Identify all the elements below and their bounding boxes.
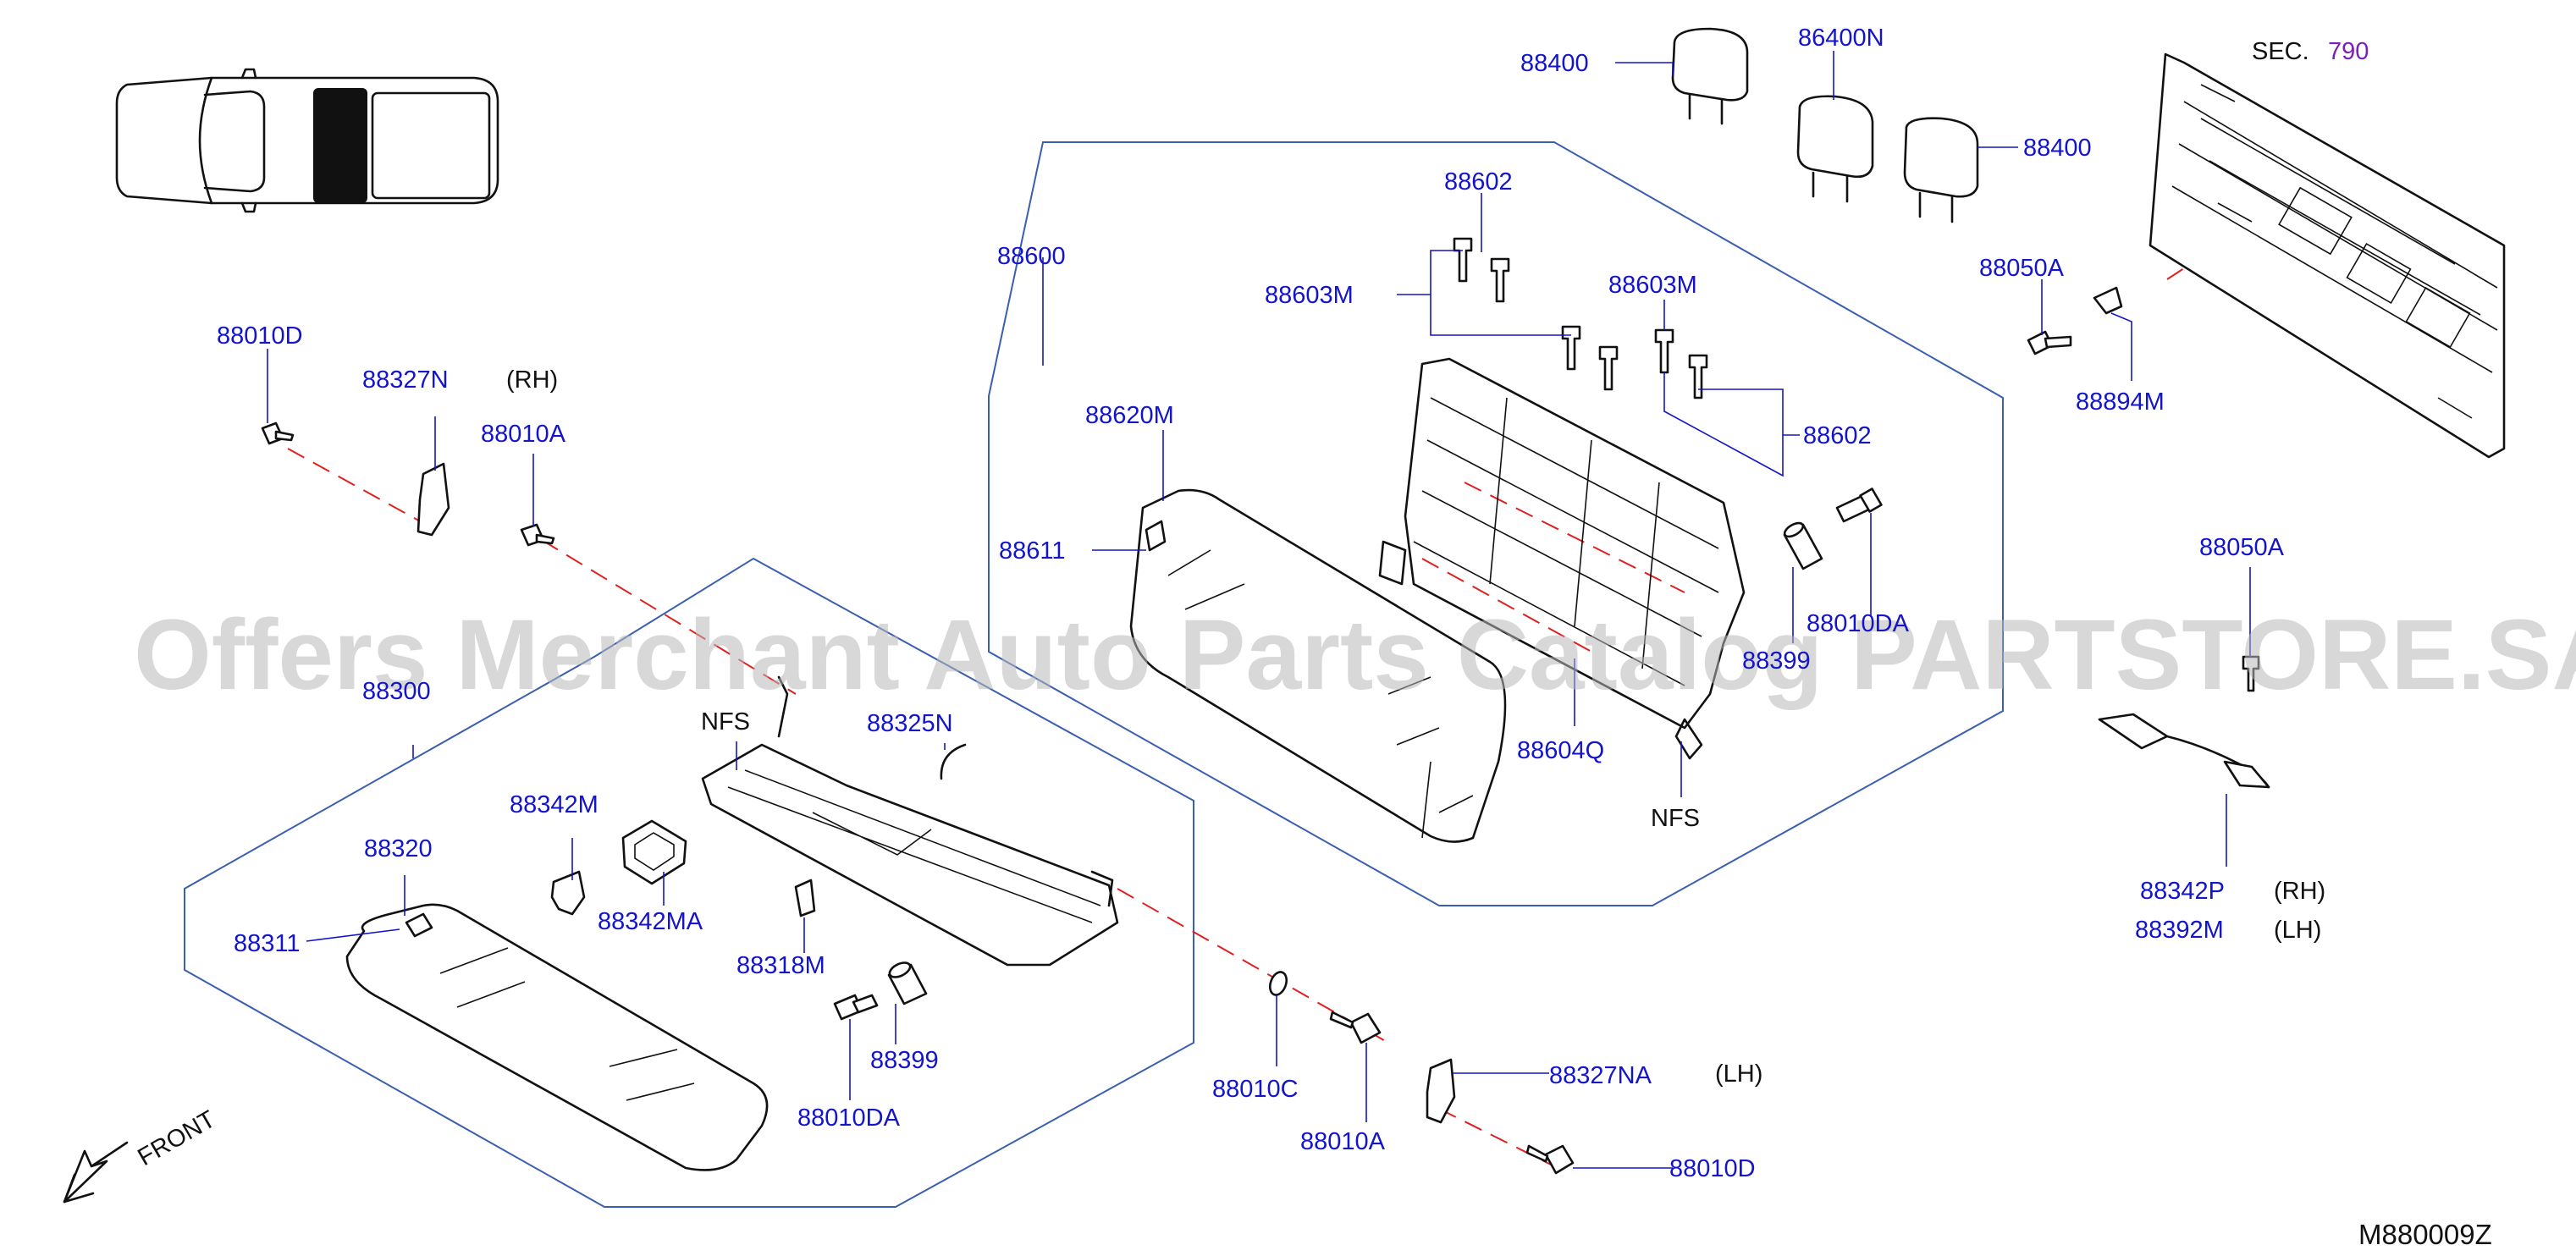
note-lh-right: (LH) [2274,917,2321,944]
callout-88327N: 88327N [362,366,449,394]
callout-88603M-right: 88603M [1608,272,1697,299]
headrest-88400-right [1903,117,1979,223]
watermark-text: Offers Merchant Auto Parts Catalog PARTS… [134,599,2576,711]
bolt-88010D-top [261,421,295,445]
front-arrow-icon [63,1141,129,1204]
callout-88050A-top: 88050A [1979,255,2065,282]
hook-88325N [940,743,967,780]
callout-labels: 88400 86400N 88400 88602 88600 88603M 88… [217,25,2285,1182]
headrest-86400N [1796,95,1874,203]
note-rh-top: (RH) [506,366,558,394]
callout-88050A-mid: 88050A [2199,534,2285,561]
seat-back-group-frame [988,141,2004,906]
callout-88010DA-left: 88010DA [797,1105,901,1132]
section-ref-number[interactable]: 790 [2328,38,2369,65]
callout-88604Q: 88604Q [1517,737,1604,764]
callout-88010D-bottom: 88010D [1669,1155,1756,1182]
leader-lines [267,51,2251,1169]
callout-88620M: 88620M [1085,402,1174,429]
callout-88342M: 88342M [510,791,598,818]
latch-88318M [794,879,816,917]
callout-88342P: 88342P [2140,878,2225,905]
callout-88600: 88600 [997,243,1066,270]
note-lh-bottom: (LH) [1715,1060,1762,1088]
bolt-88050A-mid [2242,655,2260,692]
clip-88894M [2093,286,2123,315]
callout-88611: 88611 [999,537,1066,565]
seat-cushion-group-frame [184,557,1194,1208]
diagram-code: M880009Z [2358,1219,2492,1250]
callout-88010DA-right: 88010DA [1807,610,1910,637]
seat-back-frame [1378,357,1746,760]
callout-88399-left: 88399 [870,1047,939,1074]
section-ref-prefix: SEC. [2252,38,2309,65]
bushing-and-bolt-right [1783,488,1883,570]
callout-88392M: 88392M [2135,917,2224,944]
callout-88320: 88320 [364,835,433,862]
seat-cushion-frame [701,675,1119,967]
callout-88602-top: 88602 [1444,168,1513,196]
callout-88311: 88311 [234,930,301,957]
callout-88010A-top: 88010A [481,421,566,448]
callout-88010D-top: 88010D [217,322,303,350]
callout-88325N: 88325N [867,710,953,737]
seat-cushion-88311 [345,903,769,1171]
headrest-88400-left [1671,27,1749,125]
bolt-88050A-top [2027,330,2072,355]
note-nfs-right: NFS [1651,805,1700,832]
bolt-88010D-bottom [1525,1144,1575,1175]
seat-back-cushion [1129,488,1507,843]
sunroof-highlight [313,88,367,203]
front-label: FRONT [134,1105,221,1171]
callout-88400-right: 88400 [2023,135,2092,162]
bolt-88010A-bottom [1329,1011,1382,1044]
callout-88602-right: 88602 [1803,422,1872,449]
callout-88603M-left: 88603M [1265,282,1354,309]
callout-88010C: 88010C [1212,1076,1299,1103]
note-labels: (RH) NFS NFS (RH) (LH) (LH) [506,366,2325,1088]
note-rh-right: (RH) [2274,878,2325,905]
clip-88342M [550,870,586,916]
bolt-and-bushing-left [833,961,928,1021]
callout-88300: 88300 [362,678,431,705]
callout-88342MA: 88342MA [598,908,703,935]
callout-88400-left: 88400 [1520,50,1589,77]
bolts-88602-88603M [1453,237,1708,399]
callout-88399-right: 88399 [1742,647,1811,675]
note-nfs-left: NFS [701,708,750,735]
callout-88318M: 88318M [736,952,825,979]
vehicle-top-view-icon [115,68,499,213]
bracket-88327N [416,462,450,537]
callout-86400N: 86400N [1798,25,1884,52]
rear-panel-sec-790 [2149,52,2506,459]
bracket-88327NA [1426,1058,1456,1124]
bracket-88342P [2098,713,2270,789]
bracket-88342MA [621,819,687,885]
washer-88010C [1268,971,1288,996]
callout-88010A-bottom: 88010A [1300,1128,1386,1155]
bolt-88010A-top [520,523,555,547]
callout-88894M: 88894M [2076,388,2165,416]
callout-88327NA: 88327NA [1549,1062,1652,1089]
